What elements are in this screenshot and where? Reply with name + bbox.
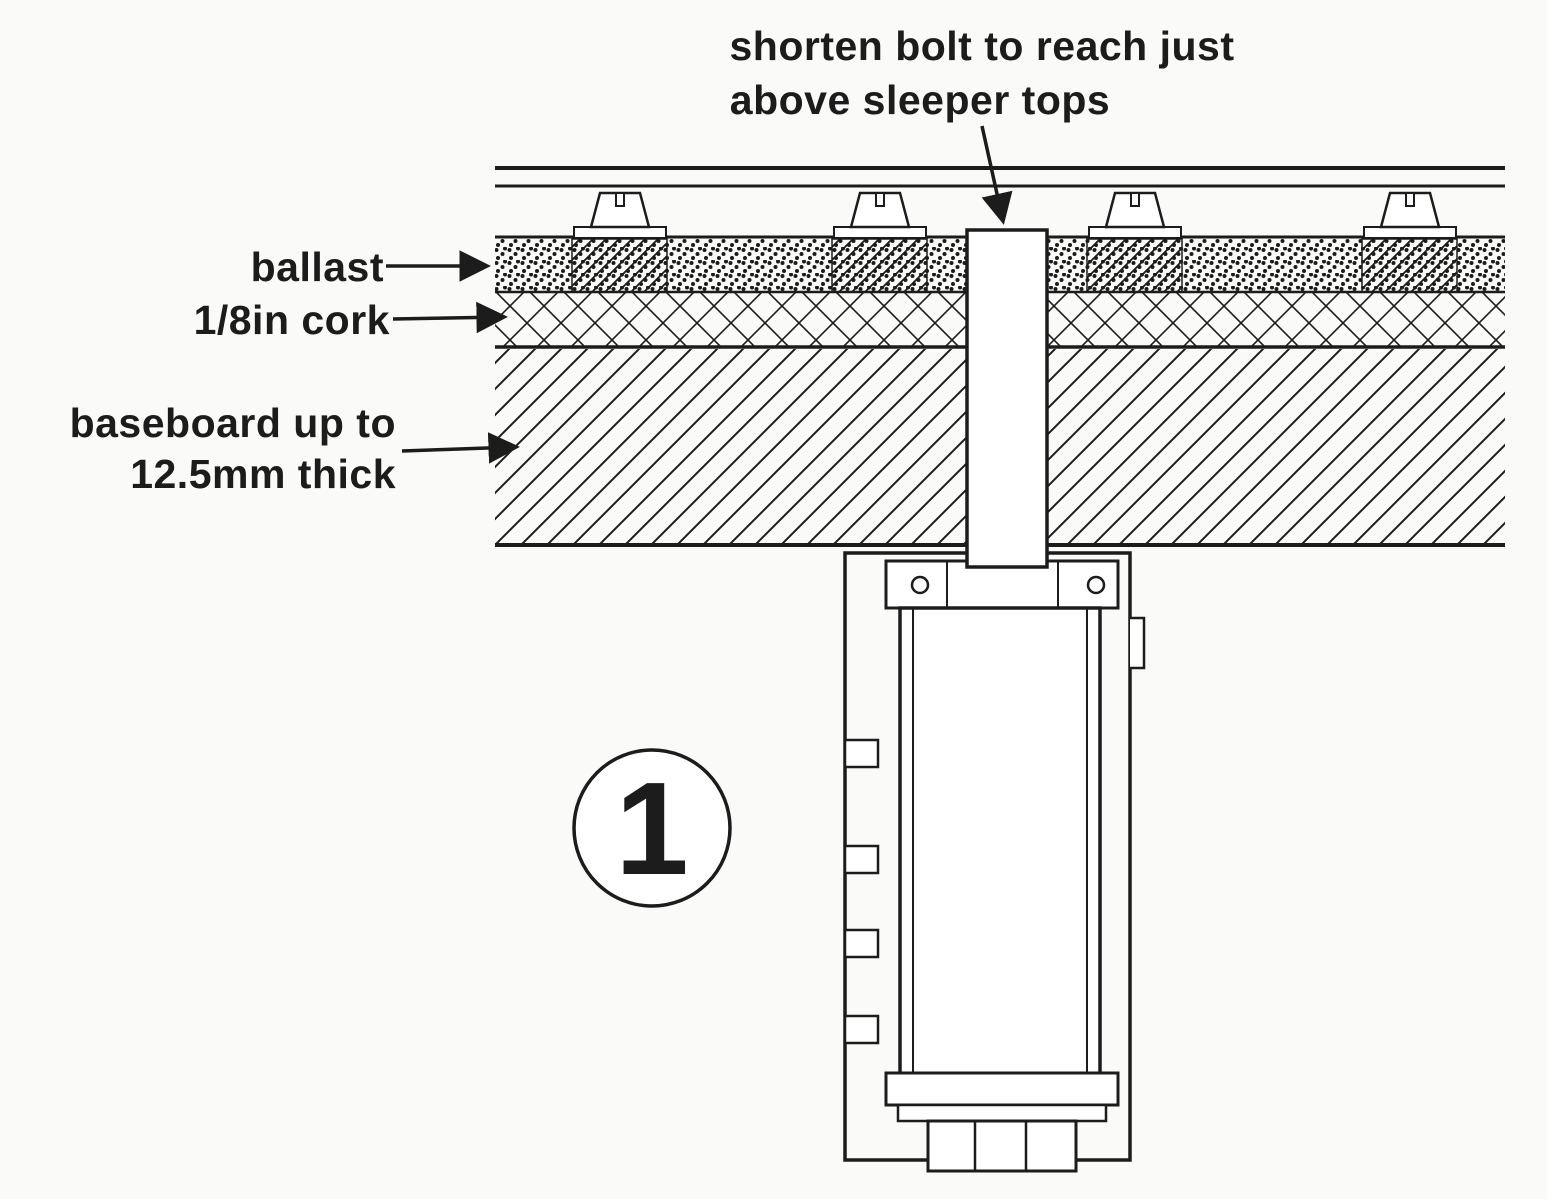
cork-arrow bbox=[392, 301, 508, 334]
rail-chair bbox=[1088, 191, 1182, 239]
sleeper-block bbox=[1361, 238, 1458, 293]
baseboard-label-line1: baseboard up to bbox=[70, 400, 396, 446]
bracket-notch bbox=[843, 844, 880, 875]
sleeper-block bbox=[831, 238, 928, 293]
motor-top-plate bbox=[884, 559, 1120, 610]
rail-lines bbox=[495, 166, 1505, 188]
motor-terminals bbox=[926, 1119, 1078, 1173]
rail-chairs bbox=[573, 191, 1457, 239]
bolt-note-arrow bbox=[980, 125, 1013, 225]
bracket-notch bbox=[843, 928, 880, 959]
sleeper-block bbox=[571, 238, 668, 293]
bracket-right-step bbox=[1130, 616, 1146, 670]
bracket-notch bbox=[843, 1014, 880, 1045]
rail-chair bbox=[833, 191, 927, 239]
motor-bottom-plate bbox=[884, 1071, 1120, 1123]
annotations: shorten bolt to reach just above sleeper… bbox=[70, 23, 1234, 497]
ballast-label: ballast bbox=[251, 244, 384, 290]
motor-body bbox=[898, 606, 1102, 1080]
figure-number-circle bbox=[572, 748, 732, 908]
baseboard-arrow bbox=[401, 432, 520, 464]
screw-hole bbox=[910, 575, 930, 595]
cork-label: 1/8in cork bbox=[194, 297, 390, 343]
screw-hole bbox=[1086, 575, 1106, 595]
rail-chair bbox=[1363, 191, 1457, 239]
point-motor-assembly bbox=[843, 551, 1146, 1173]
figure-number: 1 bbox=[615, 755, 688, 902]
bracket-notch bbox=[843, 738, 880, 769]
baseboard-label-line2: 12.5mm thick bbox=[130, 451, 396, 497]
bracket-notches bbox=[843, 738, 880, 1045]
figure-number-badge: 1 bbox=[572, 748, 732, 908]
bolt-note-line1: shorten bolt to reach just bbox=[729, 23, 1234, 69]
bolt-note-line2: above sleeper tops bbox=[730, 77, 1110, 123]
sleeper-block bbox=[1086, 238, 1183, 293]
rail-chair bbox=[573, 191, 667, 239]
actuating-bolt bbox=[965, 228, 1049, 569]
